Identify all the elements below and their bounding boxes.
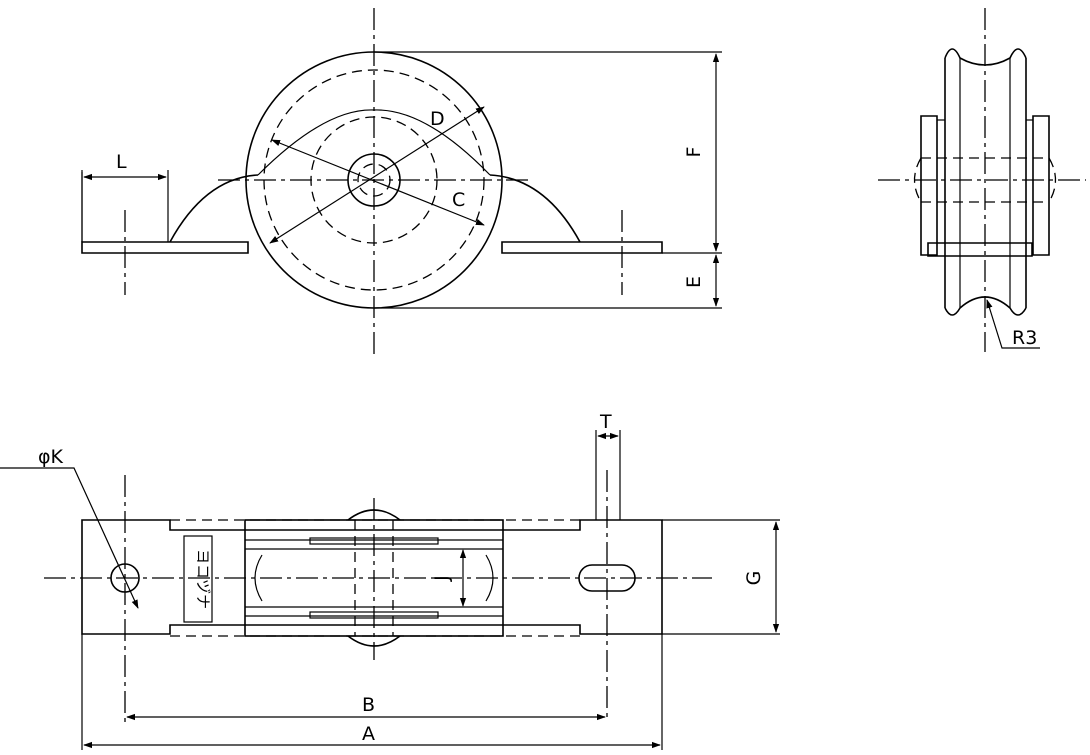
top-inner-frame [244, 519, 504, 637]
groove-left [254, 554, 263, 602]
side-view: R3 [878, 8, 1086, 352]
axle-end-right [1048, 157, 1057, 203]
wheel-bump-bottom [347, 635, 401, 647]
side-plate-right [1032, 115, 1050, 256]
dimension-line-d [269, 106, 485, 244]
side-plate-left [920, 115, 938, 256]
stamp-text: ヨコヅナ [194, 549, 212, 609]
label-g: G [743, 571, 765, 586]
label-f: F [683, 147, 705, 158]
label-l: L [116, 151, 127, 173]
top-view: ヨコヅナ φK T J G B A [0, 411, 780, 750]
wheel-top-groove [944, 48, 1027, 66]
dimension-line-c [271, 139, 485, 226]
wheel-bump-top [347, 509, 401, 521]
side-base-plate [927, 242, 1033, 257]
groove-right [485, 554, 494, 602]
axle-cap-bottom [309, 611, 439, 619]
label-a: A [362, 723, 375, 745]
mount-slot [578, 564, 636, 592]
front-view: D C L F E [81, 8, 722, 355]
axle-cap-top [309, 537, 439, 545]
label-c: C [452, 189, 465, 211]
k-leader [0, 467, 139, 609]
right-bracket-lobe [489, 174, 581, 243]
label-e: E [683, 276, 705, 288]
label-t: T [599, 411, 612, 433]
left-bracket-lobe [169, 174, 259, 243]
label-j: J [431, 575, 453, 582]
label-d: D [430, 108, 445, 130]
mount-hole [110, 563, 140, 593]
label-b: B [362, 694, 375, 716]
axle-end-left [913, 157, 922, 203]
left-base-plate [81, 241, 249, 254]
label-k: φK [38, 446, 64, 468]
wheel-side-outline [944, 58, 1027, 308]
label-r3: R3 [1012, 327, 1037, 349]
r3-leader [986, 299, 1040, 349]
top-base-outline [81, 519, 663, 635]
wheel-bottom-groove [944, 296, 1027, 316]
stamp-frame [183, 535, 213, 623]
right-base-plate [501, 241, 663, 254]
